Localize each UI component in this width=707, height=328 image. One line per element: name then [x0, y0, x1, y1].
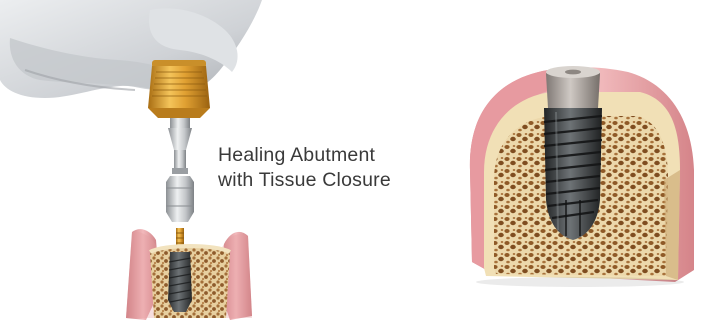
- caption-line-2: with Tissue Closure: [218, 168, 391, 193]
- caption-line-1: Healing Abutment: [218, 143, 391, 168]
- shadow: [476, 277, 684, 287]
- caption: Healing Abutment with Tissue Closure: [218, 143, 391, 193]
- dental-implant-icon: [544, 66, 602, 240]
